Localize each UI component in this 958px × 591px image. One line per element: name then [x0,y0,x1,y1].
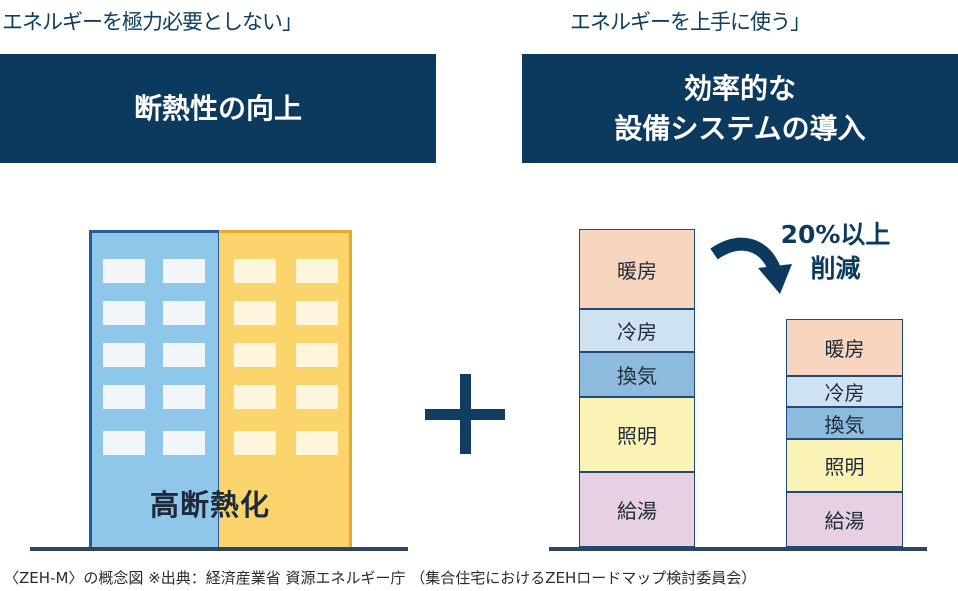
after-cooling: 冷房 [786,376,903,407]
reduction-label: 20%以上 削減 [768,218,903,286]
building-window [234,259,276,283]
equipment-banner-line1: 効率的な [683,71,796,105]
source-caption: 〈ZEH-M〉の概念図 ※出典：経済産業省 資源エネルギー庁 （集合住宅における… [4,569,757,587]
curved-arrow-icon [710,237,792,294]
plus-sign-vertical [460,374,471,454]
left-heading: エネルギーを極力必要としない」 [2,10,303,34]
building-window [163,431,205,455]
building-window [234,343,276,367]
building-window [296,301,338,325]
building-window [103,343,145,367]
after-heating: 暖房 [786,319,903,376]
building-window [103,301,145,325]
building-window [163,343,205,367]
right-heading: エネルギーを上手に使う」 [570,10,811,34]
after-ventilation: 換気 [786,407,903,439]
building-window [103,385,145,409]
building-window [103,259,145,283]
before-cooling: 冷房 [579,309,695,352]
before-ventilation: 換気 [579,352,695,397]
building-window [234,301,276,325]
right-ground-line [549,547,927,551]
reduction-word: 削減 [810,254,861,283]
building-window [296,385,338,409]
building-window [296,343,338,367]
building-window [296,431,338,455]
building-window [234,385,276,409]
building-label: 高断熱化 [150,488,271,522]
insulation-banner: 断熱性の向上 [0,54,436,163]
building-window [103,431,145,455]
building-window [163,301,205,325]
before-hot-water: 給湯 [579,472,695,547]
building-window [163,385,205,409]
left-ground-line [30,547,408,551]
building-window [234,431,276,455]
building-window [296,259,338,283]
before-lighting: 照明 [579,397,695,472]
before-heating: 暖房 [579,229,695,309]
equipment-banner-line2: 設備システムの導入 [614,111,866,145]
insulation-banner-text: 断熱性の向上 [133,91,302,125]
equipment-banner: 効率的な 設備システムの導入 [522,54,958,163]
reduction-percent: 20%以上 [780,220,891,249]
building-window [163,259,205,283]
after-hot-water: 給湯 [786,492,903,547]
after-lighting: 照明 [786,439,903,492]
